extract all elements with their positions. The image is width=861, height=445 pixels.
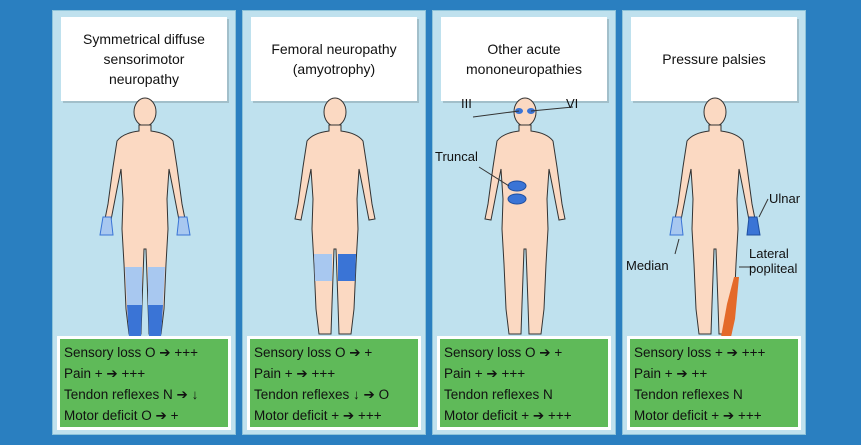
stats-box: Sensory loss O ➔ + Pain + ➔ +++ Tendon r… <box>247 336 421 430</box>
panel-title: Other acute mononeuropathies <box>441 17 607 101</box>
panel-mononeuropathies: Other acute mononeuropathies III VI Trun… <box>432 10 616 435</box>
label-lateral-popliteal: Lateral popliteal <box>749 246 798 276</box>
body-figure <box>53 89 237 339</box>
stat-reflexes: Tendon reflexes ↓ ➔ O <box>254 387 390 402</box>
stat-sensory: Sensory loss O ➔ + <box>254 345 373 360</box>
right-hand-shading <box>176 216 191 236</box>
ulnar-hand-shading <box>746 216 761 236</box>
right-foot-shading <box>148 305 163 337</box>
stats-box: Sensory loss O ➔ + Pain + ➔ +++ Tendon r… <box>437 336 611 430</box>
body-figure <box>623 89 807 339</box>
stat-pain: Pain + ➔ +++ <box>64 366 146 381</box>
panel-title: Symmetrical diffuse sensorimotor neuropa… <box>61 17 227 101</box>
panel-diffuse-neuropathy: Symmetrical diffuse sensorimotor neuropa… <box>52 10 236 435</box>
label-vi: VI <box>566 96 579 111</box>
stat-reflexes: Tendon reflexes N ➔ ↓ <box>64 387 199 402</box>
panel-pressure-palsies: Pressure palsies Ulnar Median Lateral po… <box>622 10 806 435</box>
stat-sensory: Sensory loss O ➔ +++ <box>64 345 198 360</box>
label-median: Median <box>626 258 669 273</box>
panel-femoral-neuropathy: Femoral neuropathy (amyotrophy) Sensory … <box>242 10 426 435</box>
left-hand-shading <box>99 216 114 236</box>
stat-pain: Pain + ➔ +++ <box>444 366 526 381</box>
right-shin-shading <box>148 267 165 305</box>
stat-motor: Motor deficit O ➔ + <box>64 408 179 423</box>
body-figure <box>243 89 427 339</box>
stats-box: Sensory loss O ➔ +++ Pain + ➔ +++ Tendon… <box>57 336 231 430</box>
stat-pain: Pain + ➔ +++ <box>254 366 336 381</box>
stat-motor: Motor deficit + ➔ +++ <box>634 408 762 423</box>
left-foot-shading <box>127 305 142 337</box>
stat-sensory: Sensory loss O ➔ + <box>444 345 563 360</box>
stat-motor: Motor deficit + ➔ +++ <box>444 408 572 423</box>
right-knee-shading <box>338 254 356 281</box>
stat-sensory: Sensory loss + ➔ +++ <box>634 345 766 360</box>
median-hand-shading <box>669 216 684 236</box>
body-figure <box>433 89 617 339</box>
stat-reflexes: Tendon reflexes N <box>444 387 553 402</box>
truncal-patch-upper <box>507 180 527 192</box>
label-truncal: Truncal <box>435 149 478 164</box>
panel-title: Femoral neuropathy (amyotrophy) <box>251 17 417 101</box>
label-ulnar: Ulnar <box>769 191 801 206</box>
label-iii: III <box>461 96 472 111</box>
left-shin-shading <box>125 267 142 305</box>
stat-reflexes: Tendon reflexes N <box>634 387 743 402</box>
stat-pain: Pain + ➔ ++ <box>634 366 708 381</box>
stat-motor: Motor deficit + ➔ +++ <box>254 408 382 423</box>
panel-title: Pressure palsies <box>631 17 797 101</box>
stats-box: Sensory loss + ➔ +++ Pain + ➔ ++ Tendon … <box>627 336 801 430</box>
left-knee-shading <box>314 254 332 281</box>
lateral-popliteal-shading <box>721 277 739 337</box>
truncal-patch-lower <box>507 193 527 205</box>
